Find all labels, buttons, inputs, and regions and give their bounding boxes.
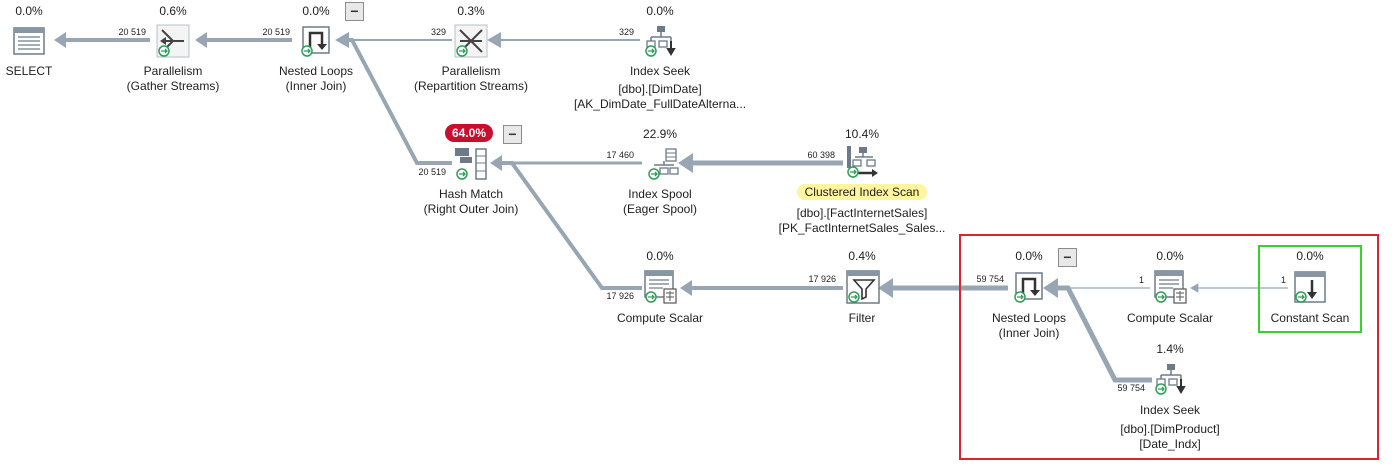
filter-icon: [846, 270, 880, 304]
index-seek-icon: [1155, 364, 1186, 395]
cost-percent: 0.3%: [457, 4, 485, 18]
operator-subname: (Inner Join): [285, 79, 347, 93]
parallelism-repartition-icon: [454, 24, 488, 58]
cost-percent: 0.0%: [646, 249, 674, 263]
highlight-box-green: [1258, 245, 1362, 333]
cost-percent: 22.9%: [642, 127, 678, 141]
operator-name: Hash Match: [438, 187, 504, 201]
arrow-cs1-to-hash: [490, 155, 642, 290]
operator-name: Nested Loops: [278, 64, 354, 78]
collapse-button[interactable]: −: [1058, 248, 1077, 267]
cost-percent: 1.4%: [1156, 342, 1184, 356]
index-spool-icon: [648, 148, 679, 180]
operator-name: Nested Loops: [991, 311, 1067, 325]
object-index: [AK_DimDate_FullDateAlterna...: [573, 97, 747, 111]
object-index: [PK_FactInternetSales_Sales...: [778, 221, 946, 235]
operator-name: Parallelism: [441, 64, 501, 78]
operator-name: Index Spool: [628, 187, 692, 201]
operator-name: Index Seek: [1139, 403, 1201, 417]
cost-percent: 0.6%: [159, 4, 187, 18]
index-seek-icon: [645, 26, 676, 57]
row-count-label: 59 754: [976, 274, 1004, 284]
cost-percent: 10.4%: [844, 127, 880, 141]
operator-name: SELECT: [5, 64, 53, 78]
row-count-label: 17 926: [808, 274, 836, 284]
cost-percent: 0.0%: [1296, 249, 1324, 263]
object-table: [dbo].[DimDate]: [618, 82, 702, 96]
cost-percent: 0.0%: [1015, 249, 1043, 263]
compute-scalar-icon: [644, 270, 677, 304]
row-count-label: 20 519: [118, 27, 146, 37]
cost-percent-hot-badge: 64.0%: [445, 124, 494, 142]
row-count-label: 60 398: [807, 150, 835, 160]
highlight-box-red: [959, 234, 1379, 460]
operator-name: Compute Scalar: [1126, 311, 1214, 325]
operator-name: Index Seek: [629, 64, 691, 78]
operator-subname: (Repartition Streams): [413, 79, 529, 93]
row-count-label: 17 460: [606, 150, 634, 160]
operator-subname: (Inner Join): [998, 326, 1060, 340]
select-icon: [13, 27, 45, 55]
nested-loops-icon: [1014, 272, 1043, 303]
nested-loops-icon: [301, 26, 330, 57]
operator-name: Filter: [848, 311, 876, 325]
clustered-index-scan-icon: [847, 146, 878, 178]
operator-name: Compute Scalar: [616, 311, 704, 325]
cost-percent: 0.0%: [302, 4, 330, 18]
arrow-hash-to-nl1: [337, 32, 452, 165]
row-count-label: 17 926: [606, 291, 634, 301]
operator-name: Clustered Index Scan: [796, 184, 928, 200]
operator-name: Constant Scan: [1270, 311, 1350, 325]
cost-percent: 0.0%: [15, 4, 43, 18]
operator-subname: (Right Outer Join): [423, 202, 519, 216]
operator-name: Parallelism: [143, 64, 203, 78]
operator-name-highlighted: Clustered Index Scan: [762, 184, 962, 200]
arrow-seek2-to-nl2: [1043, 278, 1152, 383]
compute-scalar-icon: [1154, 270, 1187, 304]
collapse-button[interactable]: −: [345, 2, 364, 21]
object-index: [Date_Indx]: [1139, 437, 1201, 451]
row-count-label: 329: [430, 27, 446, 37]
row-count-label: 20 519: [262, 27, 290, 37]
hash-match-icon: [455, 148, 487, 180]
cost-percent: 0.0%: [1156, 249, 1184, 263]
collapse-button[interactable]: −: [503, 125, 522, 144]
row-count-label: 59 754: [1117, 383, 1145, 393]
cost-percent: 0.4%: [848, 249, 876, 263]
row-count-label: 20 519: [418, 167, 446, 177]
operator-subname: (Eager Spool): [622, 202, 698, 216]
cost-percent: 0.0%: [646, 4, 674, 18]
constant-scan-icon: [1294, 271, 1326, 303]
row-count-label: 329: [618, 27, 634, 37]
row-count-label: 1: [1138, 275, 1144, 285]
object-table: [dbo].[DimProduct]: [1120, 422, 1220, 436]
object-table: [dbo].[FactInternetSales]: [796, 206, 928, 220]
parallelism-gather-icon: [156, 24, 190, 58]
row-count-label: 1: [1280, 275, 1286, 285]
operator-subname: (Gather Streams): [126, 79, 220, 93]
